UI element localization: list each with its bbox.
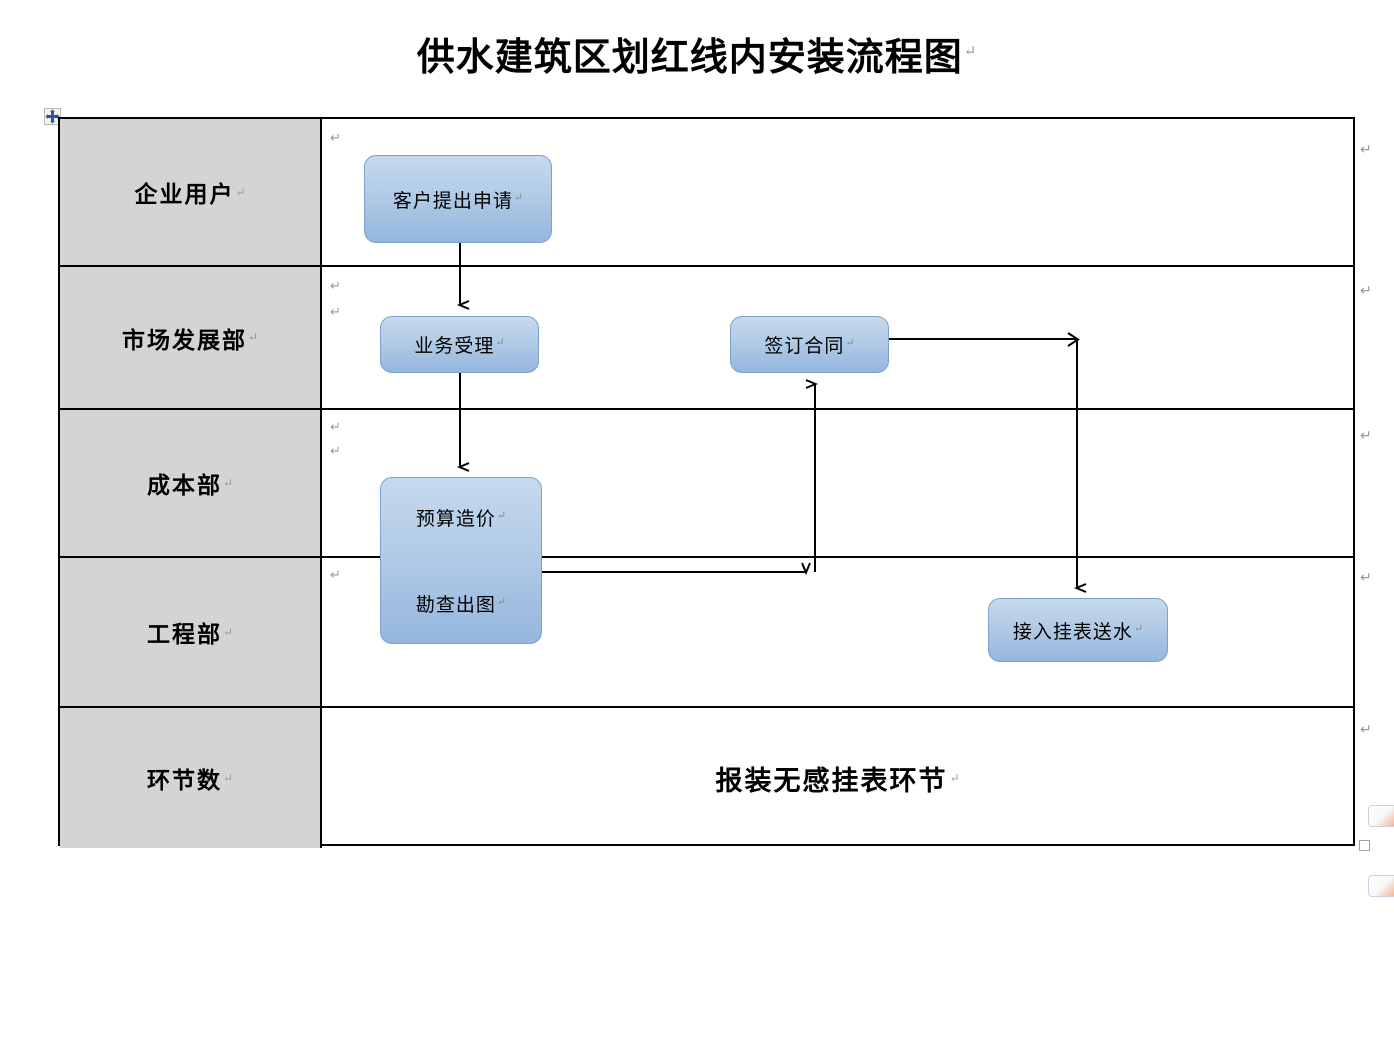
flow-node-budget-and-survey[interactable]: 预算造价↵ 勘查出图↵: [380, 477, 542, 644]
pilcrow-mark: ↵: [330, 567, 341, 582]
lane-label-text: 企业用户: [134, 182, 235, 207]
comment-chip[interactable]: [1368, 875, 1394, 897]
pilcrow-mark: ↵: [247, 330, 259, 344]
pilcrow-mark: ↵: [330, 443, 341, 458]
flow-node-label: 接入挂表送水↵: [1012, 621, 1144, 643]
pilcrow-mark: ↵: [330, 419, 341, 434]
lane-label-market-development: 市场发展部↵: [60, 267, 322, 408]
page-title-text: 供水建筑区划红线内安装流程图: [416, 37, 963, 79]
summary-text-value: 报装无感挂表环节: [715, 765, 948, 796]
pilcrow-mark: ↵: [949, 770, 960, 785]
lane-content-market-development: ↵ ↵: [322, 267, 1353, 408]
lane-label-cost-department: 成本部↵: [60, 410, 322, 556]
lane-label-step-count: 环节数↵: [60, 708, 322, 848]
flow-node-label: 客户提出申请↵: [392, 190, 524, 212]
pilcrow-mark: ↵: [222, 624, 234, 639]
pilcrow-mark: ↵: [330, 278, 341, 293]
row-end-mark: ↵: [1360, 721, 1372, 737]
flow-node-contract[interactable]: 签订合同↵: [730, 316, 889, 373]
flow-node-label: 签订合同↵: [764, 336, 855, 357]
row-end-mark: ↵: [1360, 282, 1372, 298]
row-end-mark: ↵: [1360, 427, 1372, 443]
pilcrow-mark: ↵: [222, 475, 234, 490]
row-end-mark: ↵: [1360, 141, 1372, 157]
table-end-marker-icon: [1359, 840, 1370, 851]
pilcrow-mark: ↵: [330, 130, 341, 145]
table-row: 环节数↵ 报装无感挂表环节↵: [60, 708, 1353, 848]
flow-node-accept[interactable]: 业务受理↵: [380, 316, 539, 373]
flow-node-apply[interactable]: 客户提出申请↵: [364, 155, 552, 243]
table-row: 企业用户↵ ↵: [60, 119, 1353, 267]
lane-label-enterprise-user: 企业用户↵: [60, 119, 322, 265]
comment-chip[interactable]: [1368, 805, 1394, 827]
lane-label-text: 成本部: [146, 473, 222, 498]
pilcrow-mark: ↵: [330, 304, 341, 319]
lane-label-text: 环节数: [146, 768, 222, 793]
page-title: 供水建筑区划红线内安装流程图↵: [0, 26, 1394, 81]
table-row: 市场发展部↵ ↵ ↵: [60, 267, 1353, 410]
flow-node-label: 业务受理↵: [414, 336, 505, 357]
lane-content-engineering-department: ↵: [322, 558, 1353, 706]
table-row: 成本部↵ ↵ ↵: [60, 410, 1353, 558]
pilcrow-mark: ↵: [963, 44, 978, 60]
table-row: 工程部↵ ↵: [60, 558, 1353, 708]
pilcrow-mark: ↵: [222, 770, 234, 785]
pilcrow-mark: ↵: [235, 184, 246, 199]
summary-text: 报装无感挂表环节↵: [322, 708, 1353, 848]
lane-content-enterprise-user: ↵: [322, 119, 1353, 265]
row-end-mark: ↵: [1360, 569, 1372, 585]
lane-label-engineering-department: 工程部↵: [60, 558, 322, 706]
flow-node-label-budget: 预算造价↵: [415, 509, 507, 530]
lane-label-text: 市场发展部: [121, 327, 247, 353]
lane-label-text: 工程部: [146, 622, 222, 647]
lane-content-cost-department: ↵ ↵: [322, 410, 1353, 556]
flow-node-label-survey: 勘查出图↵: [415, 595, 507, 616]
flow-node-connect-meter[interactable]: 接入挂表送水↵: [988, 598, 1168, 662]
lane-content-step-count: 报装无感挂表环节↵: [322, 708, 1353, 848]
swimlane-table: 企业用户↵ ↵ 市场发展部↵ ↵ ↵ 成本部↵ ↵ ↵ 工程部↵ ↵: [58, 117, 1355, 848]
table-move-handle-icon[interactable]: [44, 108, 61, 125]
